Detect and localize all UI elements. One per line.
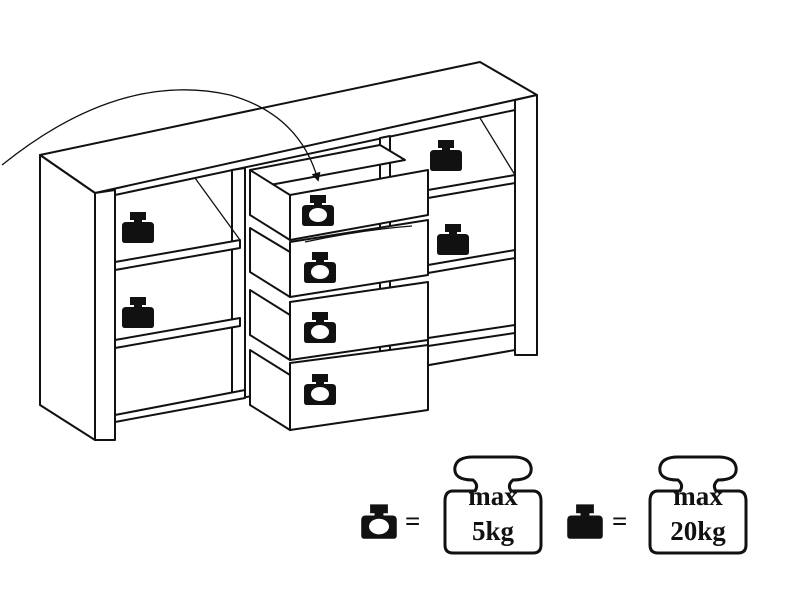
shelf-right-3 (427, 324, 516, 347)
legend-20kg-label: 20kg (670, 516, 726, 546)
left-divider (231, 167, 246, 396)
equals-sign: = (612, 506, 627, 536)
shelf-left-1 (114, 239, 241, 271)
shelf-left-2 (114, 317, 241, 349)
equals-sign: = (405, 506, 420, 536)
left-side-panel (39, 154, 96, 441)
drawer-4 (249, 344, 429, 431)
legend-max-label: max (673, 481, 723, 511)
left-front-edge (94, 189, 116, 441)
legend-5kg-label: 5kg (472, 516, 515, 546)
legend-max-label: max (468, 481, 518, 511)
placement-arrow (1, 89, 321, 182)
shelf-left-3 (114, 389, 246, 423)
legend: = max 5kg = max 20kg (361, 455, 748, 555)
drawers (249, 144, 429, 431)
outline-weight-icon (361, 504, 397, 539)
filled-weight-icon (567, 504, 603, 539)
right-front-edge (514, 94, 538, 356)
